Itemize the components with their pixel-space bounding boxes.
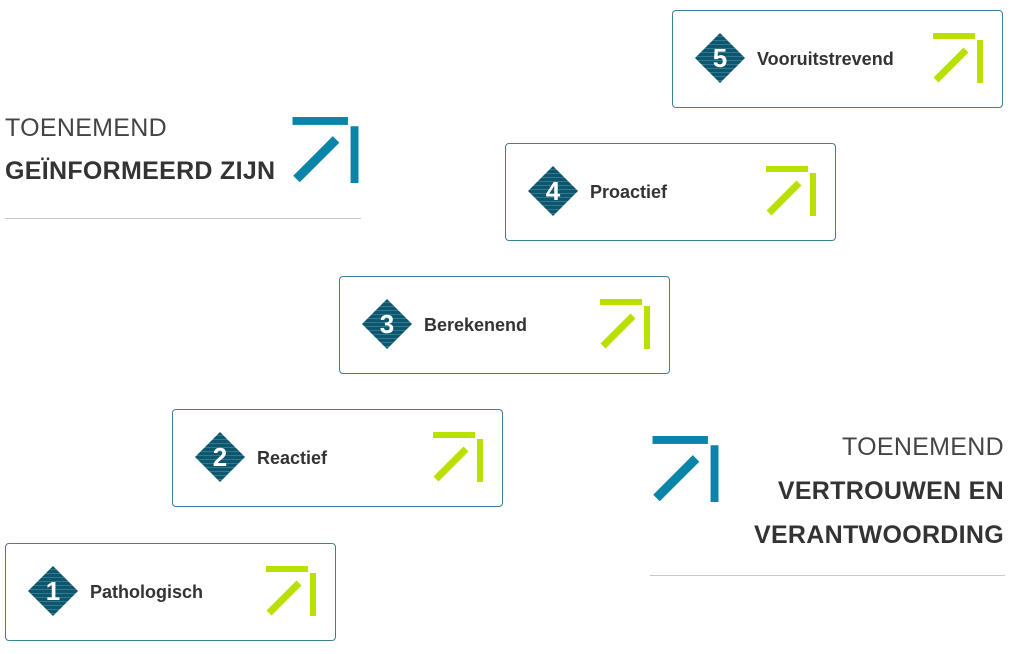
step-label: Vooruitstrevend <box>757 49 894 69</box>
step-number: 2 <box>213 442 227 472</box>
arrow-up-right-icon <box>433 432 483 482</box>
step-3: 3 Berekenend <box>339 276 670 374</box>
step-number: 5 <box>713 43 727 73</box>
number-diamond-icon: 3 <box>362 299 412 349</box>
arrow-up-right-icon <box>766 166 816 216</box>
arrow-up-right-icon <box>650 436 721 502</box>
step-1: 1 Pathologisch <box>5 543 336 641</box>
step-label: Pathologisch <box>90 582 204 602</box>
arrow-up-right-icon <box>266 566 316 616</box>
step-number: 1 <box>46 576 60 606</box>
number-diamond-icon: 5 <box>695 33 745 83</box>
step-2: 2 Reactief <box>172 409 503 507</box>
step-label: Proactief <box>590 182 668 202</box>
arrow-up-right-icon <box>290 117 361 183</box>
heading-informed-line2: GEÏNFORMEERD ZIJN <box>5 157 276 185</box>
arrow-up-right-icon <box>600 299 650 349</box>
heading-trust-line3: VERANTWOORDING <box>753 521 1004 549</box>
heading-trust-line1: TOENEMEND <box>842 433 1004 461</box>
step-5: 5 Vooruitstrevend <box>672 10 1003 108</box>
arrow-up-right-icon <box>933 33 983 83</box>
step-number: 3 <box>380 309 394 339</box>
step-label: Berekenend <box>424 315 528 335</box>
number-diamond-icon: 2 <box>195 432 245 482</box>
heading-informed-line1: TOENEMEND <box>5 114 167 142</box>
step-4: 4 Proactief <box>505 143 836 241</box>
number-diamond-icon: 4 <box>528 166 578 216</box>
step-label: Reactief <box>257 448 328 468</box>
divider <box>650 575 1005 576</box>
divider <box>5 218 361 219</box>
step-number: 4 <box>546 176 561 206</box>
number-diamond-icon: 1 <box>28 566 78 616</box>
heading-trust-line2: VERTROUWEN EN <box>777 477 1004 505</box>
